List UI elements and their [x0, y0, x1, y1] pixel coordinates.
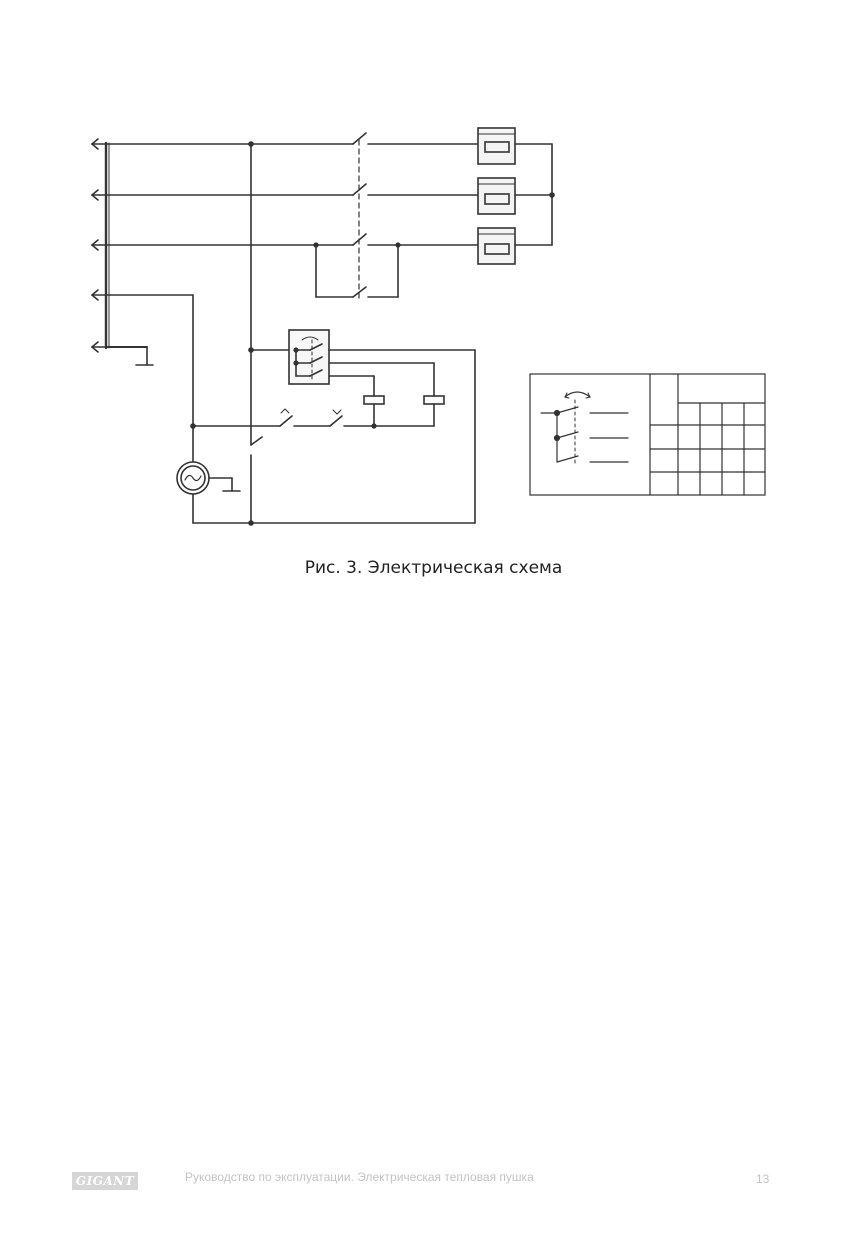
auxiliary-contact-loop	[313, 242, 401, 298]
brand-logo: GIGANT	[72, 1172, 138, 1190]
terminal-arrow-pe	[90, 341, 107, 353]
control-circuit	[192, 349, 476, 524]
phase-line-l1	[105, 132, 479, 145]
contactor-coil	[363, 395, 385, 405]
neutral-line	[105, 294, 196, 463]
selector-switch	[288, 329, 330, 385]
phase-line-l3	[105, 233, 479, 246]
earth-symbol-main	[105, 346, 154, 366]
page-number: 13	[756, 1172, 770, 1186]
terminal-arrow-l3	[90, 239, 107, 251]
terminal-arrow-n	[90, 289, 107, 301]
thermal-cutout-contact	[329, 415, 343, 427]
heating-element-1	[477, 127, 516, 165]
terminal-arrow-l1	[90, 138, 107, 150]
figure-caption: Рис. 3. Электрическая схема	[304, 558, 563, 578]
phase-line-l2	[105, 183, 479, 196]
heater-star-point	[514, 143, 555, 246]
control-feeder	[248, 141, 290, 526]
footer-title: Руководство по эксплуатации. Электрическ…	[185, 1170, 534, 1184]
electrical-schematic	[90, 127, 766, 526]
heating-element-2	[477, 177, 516, 215]
fan-motor	[176, 461, 241, 524]
switch-position-table	[529, 373, 766, 496]
terminal-arrow-l2	[90, 189, 107, 201]
thermostat-contact	[279, 415, 293, 427]
heating-element-3	[477, 227, 516, 265]
relay-coil	[423, 395, 445, 405]
